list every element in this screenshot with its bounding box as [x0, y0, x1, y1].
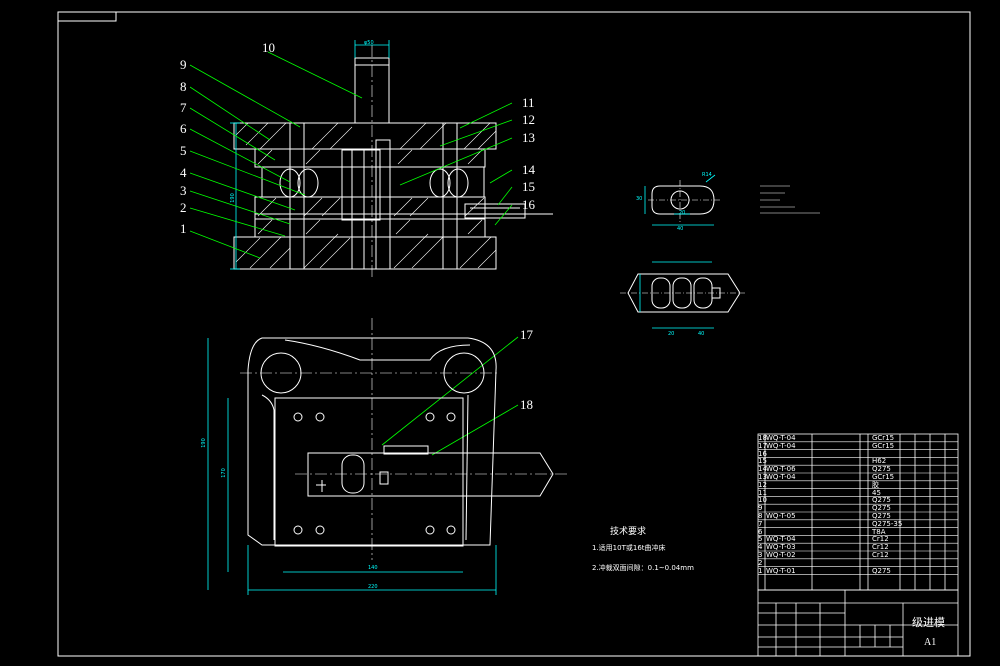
bom-row-no: 8: [758, 512, 763, 520]
bom-row-material: Cr12: [872, 535, 889, 544]
part-label-13: 13: [522, 130, 535, 145]
bom-row-material: Q275-35: [872, 519, 903, 528]
tech-req-title: 技术要求: [610, 527, 647, 537]
part-label-16: 16: [522, 197, 535, 212]
bom-row-material: GCr15: [872, 434, 895, 442]
die-outline: [274, 397, 464, 547]
strip-dims: [639, 261, 714, 329]
code-box: [57, 11, 117, 22]
dim-plan-inner-width: 140: [368, 565, 378, 571]
bom-row-code: WQ-T-04: [766, 473, 796, 481]
bom-row-no: 1: [758, 566, 763, 575]
bom-row-no: 10: [758, 496, 767, 505]
part-label-6: 6: [180, 121, 187, 136]
bom-row-no: 7: [758, 519, 763, 528]
bom-row-material: Q275: [872, 465, 891, 474]
part-label-2: 2: [180, 200, 187, 215]
bom-row-material: Cr12: [872, 551, 889, 559]
dim-height-left: 190: [229, 193, 236, 203]
bom-row-no: 2: [758, 558, 763, 567]
part-label-15: 15: [522, 179, 535, 194]
bom-row-code: WQ-T-04: [766, 535, 796, 544]
bom-row-no: 12: [758, 480, 767, 489]
bom-row-material: 45: [872, 488, 881, 497]
bom-row-no: 18: [758, 434, 767, 442]
bom-row-code: WQ-T-04: [766, 441, 796, 450]
lower-die-seat: [233, 236, 497, 270]
bom-rows: [758, 441, 958, 575]
tech-req-item-1: 1.适用10T或16t曲冲床: [592, 544, 666, 552]
bom-row-code: WQ-T-04: [766, 434, 796, 442]
bom-row-material: Q275: [872, 504, 891, 513]
part-label-7: 7: [180, 100, 187, 115]
part-label-18: 18: [520, 397, 533, 412]
part-label-8: 8: [180, 79, 187, 94]
bom-row-no: 15: [758, 457, 767, 466]
part-label-12: 12: [522, 112, 535, 127]
sheet-size: A1: [924, 637, 937, 648]
dim-blank-radius: R14: [702, 172, 712, 178]
dim-plan-outer-width: 220: [368, 584, 378, 590]
bom-row-code: WQ-T-06: [766, 465, 796, 474]
bom-row-no: 3: [758, 551, 763, 559]
part-label-14: 14: [522, 162, 535, 177]
bom-row-no: 16: [758, 449, 767, 458]
part-label-10: 10: [262, 40, 275, 55]
section-view: [233, 45, 553, 280]
dim-strip-pitch-2: 40: [698, 331, 705, 337]
drawing-frame: [57, 11, 971, 657]
part-leaders: [189, 51, 519, 456]
bom-row-material: Q275: [872, 512, 891, 520]
part-label-11: 11: [522, 95, 535, 110]
dim-plan-inner-height: 170: [220, 468, 227, 478]
section-dimensions: [230, 40, 390, 270]
bom-row-code: WQ-T-05: [766, 512, 796, 520]
bom-row-no: 11: [758, 488, 767, 497]
bom-row-code: WQ-T-02: [766, 551, 796, 559]
dim-blank-height: 30: [636, 196, 643, 202]
plan-view: [247, 337, 554, 547]
dim-strip-pitch-1: 20: [668, 331, 675, 337]
tech-req-item-2: 2.冲裁双面间隙：0.1~0.04mm: [592, 564, 694, 572]
part-label-1: 1: [180, 221, 187, 236]
bom-row-code: WQ-T-03: [766, 543, 796, 552]
bom-row-material: Q275: [872, 566, 891, 575]
bom-row-material: Cr12: [872, 543, 889, 552]
dim-blank-width: 20: [679, 210, 686, 216]
title-block: [757, 589, 959, 657]
blank-notes: [760, 185, 820, 214]
bom-row-material: Q275: [872, 496, 891, 505]
part-label-3: 3: [180, 183, 187, 198]
bom-row-no: 17: [758, 441, 767, 450]
plan-dimensions: [207, 338, 497, 595]
strip-layout: [620, 273, 745, 313]
part-label-4: 4: [180, 165, 187, 180]
blank-dims: [644, 174, 716, 226]
bom-row-material: T8A: [872, 527, 886, 536]
strip: [307, 452, 554, 497]
bom-row-material: GCr15: [872, 473, 895, 481]
part-label-5: 5: [180, 143, 187, 158]
bom-row-material: 胶: [872, 480, 879, 489]
bom-row-material: GCr15: [872, 441, 895, 450]
lower-seat-outline: [247, 337, 497, 546]
part-label-17: 17: [520, 327, 533, 342]
dim-blank-overall: 40: [677, 226, 684, 232]
dim-plan-height: 190: [200, 438, 207, 448]
dim-punch-top: φ50: [364, 40, 374, 46]
bom-row-no: 9: [758, 504, 763, 513]
part-label-9: 9: [180, 57, 187, 72]
bom-row-material: H62: [872, 457, 887, 466]
bom-row-no: 13: [758, 473, 767, 481]
bom-row-no: 14: [758, 465, 767, 474]
bom-row-no: 6: [758, 527, 763, 536]
bom-row-no: 5: [758, 535, 763, 544]
bom-row-no: 4: [758, 543, 763, 552]
drawing-name: 级进模: [912, 616, 945, 629]
bom-row-code: WQ-T-01: [766, 566, 796, 575]
